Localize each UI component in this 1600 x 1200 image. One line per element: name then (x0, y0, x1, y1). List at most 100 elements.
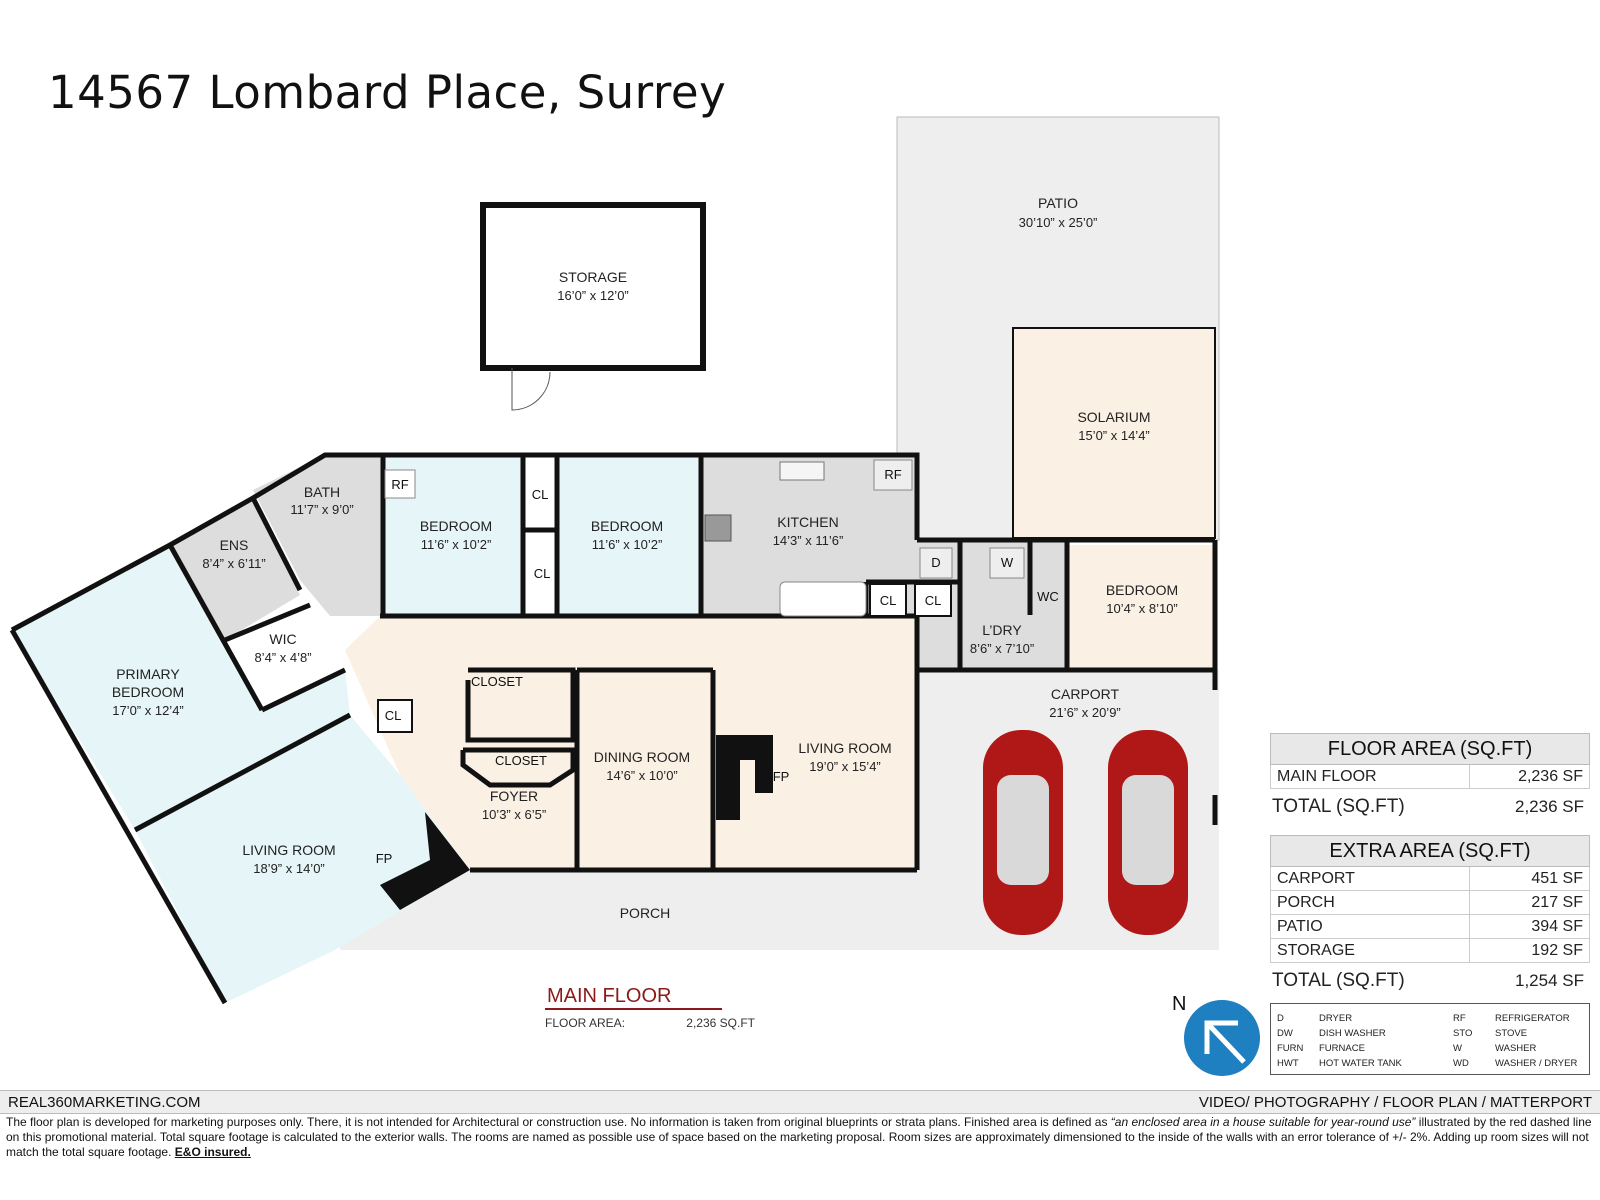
rf-bed-box (384, 469, 416, 499)
washer-label: W (1001, 555, 1014, 570)
legend-abbr: RF (1453, 1013, 1466, 1024)
kitchen-counter (779, 581, 867, 617)
porch-area (335, 870, 917, 950)
bedroom2-size: 11’6” x 10’2” (592, 537, 663, 552)
extra-row-label: STORAGE (1277, 942, 1355, 959)
legend-abbr: D (1277, 1013, 1284, 1024)
extra-area-total: TOTAL (SQ.FT) 1,254 SF (1270, 963, 1590, 999)
cl-label-3: CL (880, 593, 897, 608)
extra-area-table: EXTRA AREA (SQ.FT) CARPORT 451 SF PORCH … (1270, 835, 1590, 999)
table-row: CARPORT 451 SF (1270, 867, 1590, 891)
main-floor-title: MAIN FLOOR (545, 985, 722, 1010)
patio-size: 30’10” x 25’0” (1019, 215, 1098, 230)
abbreviation-legend: D DRYER DW DISH WASHER FURN FURNACE HWT … (1270, 1003, 1590, 1075)
living-zone (345, 616, 917, 870)
main-floor-value: 2,236 SF (1469, 765, 1583, 788)
exterior-walls (9, 452, 1218, 1005)
north-compass-icon: N (1172, 993, 1260, 1076)
laundry-label: L’DRY (982, 622, 1022, 638)
fireplace-living (716, 735, 773, 820)
storage-label: STORAGE (559, 269, 627, 285)
wic-label: WIC (269, 631, 296, 647)
dryer-label: D (931, 555, 940, 570)
extra-area-total-label: TOTAL (SQ.FT) (1272, 970, 1405, 991)
main-floor-caption: MAIN FLOOR FLOOR AREA: 2,236 SQ.FT (545, 985, 755, 1030)
bedroom3-size: 10’4” x 8’10” (1106, 601, 1178, 616)
bath-size: 11’7” x 9’0” (290, 502, 353, 517)
kitchen-label: KITCHEN (777, 514, 838, 530)
legend-text: REFRIGERATOR (1495, 1013, 1570, 1024)
bath-area (253, 455, 383, 616)
floor-area-table: FLOOR AREA (SQ.FT) MAIN FLOOR 2,236 SF T… (1270, 733, 1590, 825)
ens-size: 8’4” x 6’11” (202, 556, 265, 571)
extra-row-value: 217 SF (1469, 891, 1583, 914)
legend-abbr: HWT (1277, 1058, 1299, 1069)
foyer-size: 10’3” x 6’5” (482, 807, 546, 822)
wic-size: 8’4” x 4’8” (254, 650, 311, 665)
footer-website: REAL360MARKETING.COM (8, 1093, 201, 1111)
dining-room-label: DINING ROOM (594, 749, 690, 765)
fp-label-1: FP (773, 769, 790, 784)
rf-bedroom-label: RF (391, 477, 408, 492)
primary-bedroom-label-2: BEDROOM (112, 684, 184, 700)
solarium-label: SOLARIUM (1077, 409, 1150, 425)
floor-area-header: FLOOR AREA (SQ.FT) (1270, 733, 1590, 765)
disclaimer-part-1: The floor plan is developed for marketin… (6, 1115, 1111, 1129)
table-row: PATIO 394 SF (1270, 915, 1590, 939)
cl-box1 (869, 583, 907, 617)
main-floor-area-value: 2,236 SQ.FT (686, 1016, 755, 1030)
extra-row-value: 394 SF (1469, 915, 1583, 938)
ens-label: ENS (220, 537, 249, 553)
table-row: PORCH 217 SF (1270, 891, 1590, 915)
bedroom1-label: BEDROOM (420, 518, 492, 534)
cl-label-4: CL (925, 593, 942, 608)
ens-area (170, 498, 300, 640)
legend-abbr: FURN (1277, 1043, 1304, 1054)
extra-row-value: 192 SF (1469, 939, 1583, 962)
kitchen-stove (704, 514, 732, 542)
carport-size: 21’6” x 20’9” (1049, 705, 1121, 720)
legend-text: WASHER (1495, 1043, 1537, 1054)
legend-text: HOT WATER TANK (1319, 1058, 1402, 1069)
living-room2-label: LIVING ROOM (242, 842, 335, 858)
cl-label-5: CL (385, 708, 402, 723)
storage-building (480, 202, 706, 371)
main-floor-label: MAIN FLOOR (1277, 768, 1377, 785)
closet-strip (523, 457, 557, 616)
living-room1-size: 19’0” x 15’4” (809, 759, 881, 774)
solarium-area (1012, 327, 1216, 539)
extra-row-value: 451 SF (1469, 867, 1583, 890)
w-box (989, 547, 1025, 579)
car-right (1108, 730, 1188, 935)
legend-abbr: DW (1277, 1028, 1293, 1039)
primary-bedroom-size: 17’0” x 12’4” (112, 703, 184, 718)
bedroom3-label: BEDROOM (1106, 582, 1178, 598)
storage-door (511, 368, 551, 411)
property-address-title: 14567 Lombard Place, Surrey (48, 66, 727, 119)
legend-abbr: W (1453, 1043, 1462, 1054)
floor-area-total: TOTAL (SQ.FT) 2,236 SF (1270, 789, 1590, 825)
cl-box2 (914, 583, 952, 617)
disclaimer-quote: “an enclosed area in a house suitable fo… (1110, 1115, 1416, 1129)
car-left (983, 730, 1063, 935)
legend-text: DISH WASHER (1319, 1028, 1386, 1039)
fireplace-living2 (380, 812, 470, 910)
bedroom1-size: 11’6” x 10’2” (421, 537, 492, 552)
primary-bedroom-label-1: PRIMARY (116, 666, 180, 682)
living-room2-size: 18’9” x 14’0” (253, 861, 325, 876)
main-floor-area-label: FLOOR AREA: (545, 1016, 626, 1030)
floor-plan: PATIO 30’10” x 25’0” STORAGE 16’0” x 12’… (9, 116, 1220, 1005)
dining-room-size: 14’6” x 10’0” (606, 768, 678, 783)
legend-abbr: STO (1453, 1028, 1473, 1039)
foyer-label: FOYER (490, 788, 538, 804)
footer-bar: REAL360MARKETING.COM VIDEO/ PHOTOGRAPHY … (0, 1090, 1600, 1114)
legend-text: WASHER / DRYER (1495, 1058, 1578, 1069)
disclaimer-text: The floor plan is developed for marketin… (6, 1115, 1594, 1160)
bedroom2-label: BEDROOM (591, 518, 663, 534)
cl-label-1: CL (532, 487, 549, 502)
table-row: MAIN FLOOR 2,236 SF (1270, 765, 1590, 789)
solarium-size: 15’0” x 14’4” (1078, 428, 1150, 443)
extra-area-total-value: 1,254 SF (1515, 971, 1584, 990)
footer-services: VIDEO/ PHOTOGRAPHY / FLOOR PLAN / MATTER… (1198, 1093, 1592, 1111)
extra-row-label: PATIO (1277, 918, 1323, 935)
